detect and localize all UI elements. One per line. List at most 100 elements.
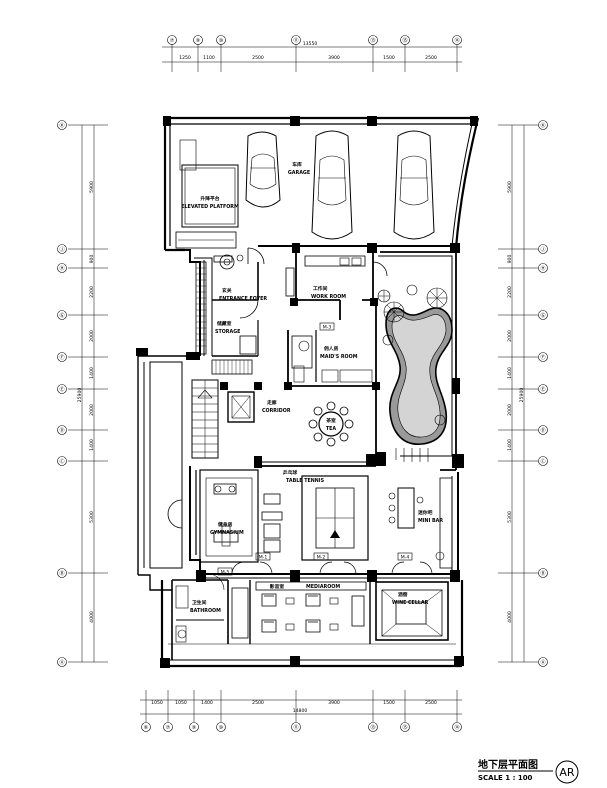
dim-top-seg: 2500 <box>425 55 437 61</box>
car-icon <box>311 130 353 240</box>
room-label-work-cn: 工作间 <box>313 285 328 292</box>
dim-bottom-seg: 3900 <box>328 700 340 706</box>
axis-label: ⑭ <box>454 724 459 731</box>
room-label-storage-en: STORAGE <box>215 329 240 335</box>
dim-right-seg: 1400 <box>507 367 513 379</box>
axis-label: ⑪ <box>293 724 298 731</box>
room-label-bath-cn: 卫生间 <box>192 599 207 606</box>
dim-left-seg: 5300 <box>89 511 95 523</box>
room-label-gym-cn: 健身房 <box>218 521 233 528</box>
dim-bottom-seg: 2500 <box>425 700 437 706</box>
dim-bottom-seg: 2500 <box>252 700 264 706</box>
right-axis-bubbles: Ⓚ Ⓙ Ⓗ Ⓖ Ⓕ Ⓔ Ⓓ Ⓒ Ⓑ Ⓐ <box>538 120 548 667</box>
bottom-axis-bubbles: ⑥ ⑦ ⑨ ⑩ ⑪ ⑬ ⑮ ⑭ <box>141 722 462 732</box>
dim-right-seg: 4000 <box>507 611 513 623</box>
dim-bottom-seg: 1500 <box>383 700 395 706</box>
axis-label: ⑦ <box>166 725 171 731</box>
axis-label: Ⓔ <box>540 386 545 393</box>
axis-label: Ⓒ <box>59 458 64 465</box>
dim-right-seg: 2000 <box>507 330 513 342</box>
gym-equipment <box>213 483 283 553</box>
ar-badge-icon <box>555 760 579 784</box>
tea-table <box>308 401 354 447</box>
door-tag: M-1 <box>259 555 268 561</box>
axis-label: Ⓕ <box>540 354 545 361</box>
room-label-tea-cn: 茶室 <box>325 417 336 424</box>
room-label-bar-cn: 迷你吧 <box>417 509 433 516</box>
dim-left-seg: 4000 <box>89 611 95 623</box>
dim-top-seg: 1500 <box>383 55 395 61</box>
tree-icon <box>426 287 448 309</box>
axis-label: ⑨ <box>196 38 200 44</box>
door-tag: M-5 <box>221 570 230 576</box>
dim-top-total: 13550 <box>303 41 318 47</box>
axis-label: ⑨ <box>192 725 196 731</box>
axis-label: Ⓗ <box>59 265 64 272</box>
axis-label: ⑥ <box>144 725 149 731</box>
axis-label: Ⓗ <box>540 265 545 272</box>
door-tag: M-2 <box>317 555 326 561</box>
room-label-foyer-en: ENTRANCE FOYER <box>219 296 267 302</box>
axis-label: Ⓖ <box>540 312 545 319</box>
dim-right-total: 25900 <box>519 388 525 403</box>
room-label-bar-en: MINI BAR <box>418 518 443 524</box>
garage-cars <box>245 130 435 240</box>
axis-label: Ⓙ <box>540 246 545 253</box>
door-tags: M-3 M-1 M-2 M-4 M-5 <box>217 322 413 576</box>
room-label-bath-en: BATHROOM <box>190 608 221 614</box>
room-label-wine-en: WINE CELLAR <box>392 600 429 606</box>
axis-label: ⑦ <box>170 38 175 44</box>
room-label-storage-cn: 储藏室 <box>216 320 232 327</box>
room-label-maid-en: MAID'S ROOM <box>320 354 358 360</box>
axis-label: Ⓙ <box>59 246 64 253</box>
axis-label: ⑭ <box>454 37 459 44</box>
left-axis-bubbles: Ⓚ Ⓙ Ⓗ Ⓖ Ⓕ Ⓔ Ⓓ Ⓒ Ⓑ Ⓐ <box>57 120 67 667</box>
dim-left-seg: 2000 <box>89 404 95 416</box>
bottom-dimensions: 1050 1050 1400 2500 3900 1500 2500 14800… <box>140 690 462 732</box>
dim-bottom-total: 14800 <box>293 708 308 714</box>
dim-top-seg: 2500 <box>252 55 264 61</box>
axis-label: ⑬ <box>370 724 375 731</box>
room-label-foyer-cn: 玄关 <box>222 287 232 294</box>
media-seats <box>261 593 339 633</box>
door-tag: M-3 <box>323 325 332 331</box>
dim-bottom-seg: 1400 <box>201 700 213 706</box>
dim-left-seg: 5900 <box>89 181 95 193</box>
top-axis-bubbles: ⑦ ⑨ ⑩ ⑪ ⑬ ⑮ ⑭ <box>167 35 462 45</box>
dim-left-seg: 2200 <box>89 286 95 298</box>
right-dimensions: Ⓚ Ⓙ Ⓗ Ⓖ Ⓕ Ⓔ Ⓓ Ⓒ Ⓑ Ⓐ 5900 900 2200 2000 1… <box>498 120 548 667</box>
axis-label: ⑬ <box>370 37 375 44</box>
axis-label: Ⓔ <box>59 386 64 393</box>
axis-label: Ⓐ <box>59 659 64 666</box>
room-label-gym-en: GYMNASIUM <box>210 530 244 536</box>
axis-label: Ⓐ <box>540 659 545 666</box>
dim-left-seg: 900 <box>89 255 95 264</box>
storage-shelves <box>195 255 253 375</box>
room-label-platform-cn: 升降平台 <box>200 195 219 202</box>
room-label-tennis-cn: 乒乓球 <box>283 469 298 476</box>
axis-label: Ⓚ <box>59 122 64 129</box>
dim-right-seg: 5900 <box>507 181 513 193</box>
room-label-garage-en: GARAGE <box>288 170 310 176</box>
axis-label: Ⓑ <box>540 570 545 577</box>
axis-label: ⑪ <box>293 37 298 44</box>
room-label-media-en: MEDIAROOM <box>306 584 340 590</box>
axis-label: ⑩ <box>219 725 224 731</box>
tree-icon <box>377 289 391 303</box>
dim-right-seg: 2200 <box>507 286 513 298</box>
dim-top-seg: 3900 <box>328 55 340 61</box>
tree-icon <box>382 284 446 426</box>
table-tennis <box>301 475 369 561</box>
room-label-tennis-en: TABLE TENNIS <box>286 478 325 484</box>
room-label-maid-cn: 佣人房 <box>323 345 339 352</box>
axis-label: ⑮ <box>402 724 407 731</box>
dim-right-seg: 2000 <box>507 404 513 416</box>
dim-bottom-seg: 1050 <box>175 700 187 706</box>
tree-icon <box>383 301 405 323</box>
room-label-tea-en: TEA <box>326 426 337 432</box>
car-icon <box>393 130 435 240</box>
dim-left-total: 25900 <box>77 388 83 403</box>
axis-label: Ⓚ <box>540 122 545 129</box>
dim-bottom-seg: 1050 <box>151 700 163 706</box>
dim-right-seg: 900 <box>507 255 513 264</box>
